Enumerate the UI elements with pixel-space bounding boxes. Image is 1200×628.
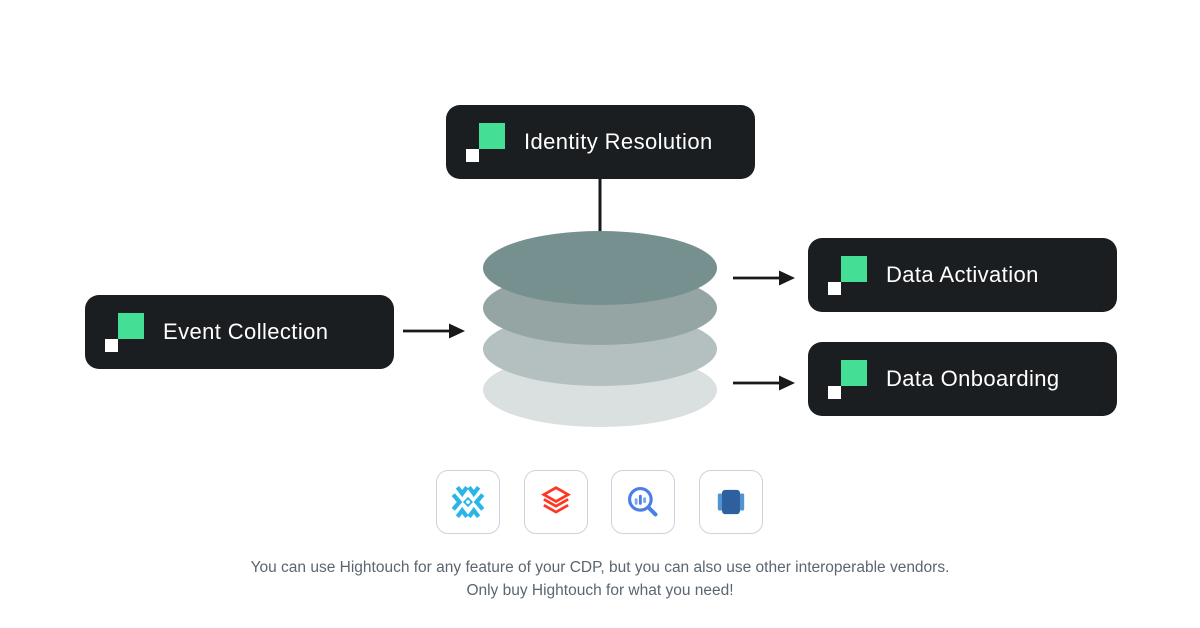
caption-line-2: Only buy Hightouch for what you need! <box>466 582 734 599</box>
logo-green-square <box>479 122 505 149</box>
redshift-icon <box>717 489 745 515</box>
node-label-event-collection: Event Collection <box>163 319 329 344</box>
node-data-activation: Data Activation <box>808 238 1117 312</box>
databricks-icon <box>541 486 571 514</box>
logo-white-square <box>466 148 479 162</box>
caption: You can use Hightouch for any feature of… <box>0 556 1200 602</box>
logo-white-square <box>105 338 118 352</box>
logo-green-square <box>841 255 867 282</box>
caption-line-1: You can use Hightouch for any feature of… <box>250 559 950 576</box>
logo-green-square <box>841 359 867 386</box>
warehouse-stack <box>483 231 717 427</box>
arrow-warehouse-to-activation <box>733 270 795 286</box>
node-data-onboarding: Data Onboarding <box>808 342 1117 416</box>
arrow-warehouse-to-onboarding <box>733 375 795 391</box>
node-identity-resolution: Identity Resolution <box>446 105 755 179</box>
snowflake-icon <box>451 485 485 519</box>
logo-white-square <box>828 385 841 399</box>
arrow-event-to-warehouse <box>403 323 465 339</box>
hightouch-logo-icon <box>466 122 505 162</box>
vendor-tile-snowflake <box>436 470 500 534</box>
node-event-collection: Event Collection <box>85 295 394 369</box>
vendor-tile-redshift <box>699 470 763 534</box>
hightouch-logo-icon <box>828 255 867 295</box>
bigquery-icon <box>628 487 658 517</box>
logo-white-square <box>828 281 841 295</box>
vendor-tile-bigquery <box>611 470 675 534</box>
vendor-tile-databricks <box>524 470 588 534</box>
hightouch-logo-icon <box>105 312 144 352</box>
node-label-identity-resolution: Identity Resolution <box>524 129 713 154</box>
logo-green-square <box>118 312 144 339</box>
stack-layer-top <box>483 231 717 305</box>
node-label-data-onboarding: Data Onboarding <box>886 366 1060 391</box>
node-label-data-activation: Data Activation <box>886 262 1039 287</box>
hightouch-logo-icon <box>828 359 867 399</box>
